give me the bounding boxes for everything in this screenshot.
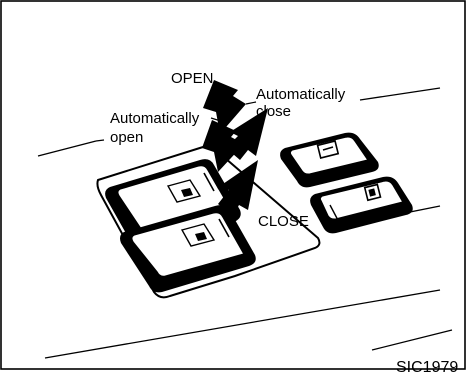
automatically-close-label-line1: Automatically xyxy=(256,86,346,103)
driver-window-switch-rear xyxy=(120,205,256,293)
open-label: OPEN xyxy=(171,70,214,87)
automatically-close-label-line2: close xyxy=(256,103,292,120)
figure-code: SIC1979 xyxy=(396,359,459,376)
close-arrow-lower xyxy=(218,160,258,216)
figure-border xyxy=(0,0,466,370)
open-arrow-upper xyxy=(203,80,246,134)
lock-switch xyxy=(280,132,379,188)
close-label: CLOSE xyxy=(258,213,309,230)
automatically-open-label-line1: Automatically xyxy=(110,110,200,127)
passenger-window-switch xyxy=(310,176,413,234)
leader-lines xyxy=(95,101,257,185)
close-arrow-upper xyxy=(226,108,268,160)
automatically-open-label-line2: open xyxy=(110,129,144,146)
